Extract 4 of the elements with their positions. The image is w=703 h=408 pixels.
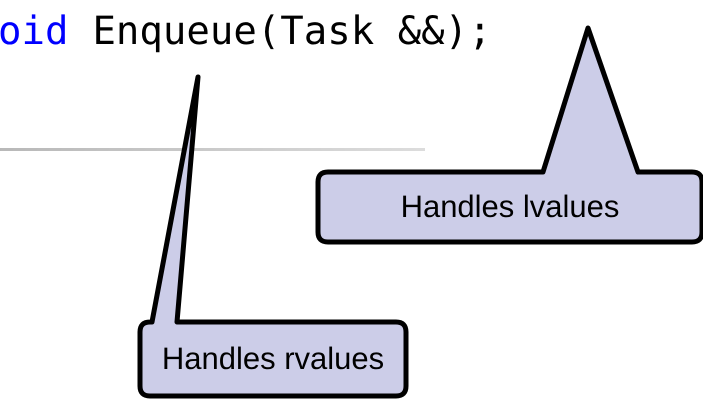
code-text: Enqueue(Task &&); bbox=[92, 8, 492, 56]
callout-text: Handles rvalues bbox=[162, 340, 384, 378]
callout-text: Handles lvalues bbox=[400, 188, 620, 226]
code-keyword: oid bbox=[0, 8, 68, 56]
